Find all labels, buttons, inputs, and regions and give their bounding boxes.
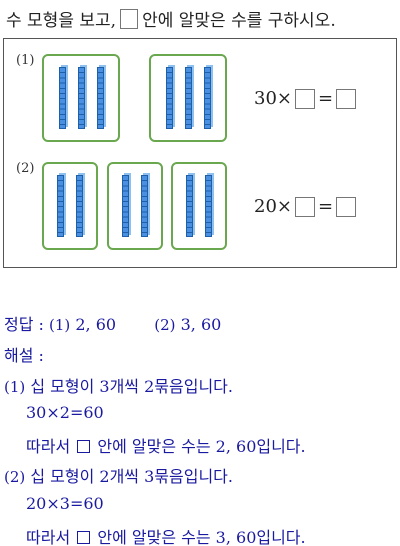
ten-rod-group — [42, 54, 120, 142]
blank-box-icon — [77, 440, 91, 453]
ten-rod — [141, 175, 148, 237]
answer-box — [295, 196, 315, 217]
ten-rod — [184, 67, 192, 129]
answer-1-value: 2, 60 — [75, 315, 117, 334]
conclusion-2-before: 따라서 — [26, 528, 71, 546]
conclusion-1-after: 안에 알맞은 수는 2, 60입니다. — [97, 437, 306, 456]
ten-rod-group — [171, 162, 227, 250]
ten-rod — [76, 175, 83, 237]
explanation-2-sentence: (2) 십 모형이 2개씩 3묶음입니다. — [4, 463, 233, 487]
question-prefix: 수 모형을 보고, — [6, 11, 117, 31]
explanation-1-text: 십 모형이 3개씩 2묶음입니다. — [30, 377, 233, 396]
ten-rod — [96, 67, 104, 129]
question-suffix: 안에 알맞은 수를 구하시오. — [142, 11, 336, 31]
explanation-1-marker: (1) — [4, 378, 26, 396]
ten-rod — [205, 175, 212, 237]
equals-sign: = — [318, 196, 334, 217]
times-sign: × — [276, 88, 292, 109]
conclusion-1-before: 따라서 — [26, 437, 71, 456]
explanation-2-conclusion: 따라서 안에 알맞은 수는 3, 60입니다. — [26, 524, 306, 546]
ten-rod — [57, 175, 64, 237]
ten-rod-group — [107, 162, 163, 250]
answer-2-value: 3, 60 — [180, 315, 222, 334]
problem-2-marker: (2) — [16, 161, 35, 176]
explanation-1-sentence: (1) 십 모형이 3개씩 2묶음입니다. — [4, 373, 233, 397]
question-text: 수 모형을 보고, 안에 알맞은 수를 구하시오. — [6, 6, 336, 31]
figure-box: (1) 30 × = (2) 20 × = — [3, 38, 397, 268]
ten-rod — [165, 67, 173, 129]
explanation-2-text: 십 모형이 2개씩 3묶음입니다. — [30, 467, 233, 486]
conclusion-2-after: 안에 알맞은 수는 3, 60입니다. — [97, 528, 306, 546]
equals-sign: = — [318, 88, 334, 109]
answer-box — [336, 88, 357, 109]
ten-rod — [186, 175, 193, 237]
answer-2-marker: (2) — [154, 316, 176, 334]
ten-rod-group — [149, 54, 227, 142]
blank-box-icon — [77, 531, 91, 544]
ten-rod-group — [42, 162, 98, 250]
answer-box — [295, 88, 315, 109]
explanation-1-equation: 30×2=60 — [26, 403, 104, 422]
ten-rod — [58, 67, 66, 129]
problem-1-marker: (1) — [16, 53, 35, 68]
ten-rod — [77, 67, 85, 129]
answer-1-marker: (1) — [49, 316, 71, 334]
explanation-2-equation: 20×3=60 — [26, 494, 104, 513]
answer-box — [336, 196, 357, 217]
ten-rod — [122, 175, 129, 237]
explanation-label: 해설 : — [4, 346, 44, 365]
equation-1-left: 30 — [254, 88, 277, 109]
times-sign: × — [276, 196, 292, 217]
ten-rod — [203, 67, 211, 129]
equation-2-left: 20 — [254, 196, 277, 217]
explanation-2-marker: (2) — [4, 468, 26, 486]
explanation-1-conclusion: 따라서 안에 알맞은 수는 2, 60입니다. — [26, 433, 306, 457]
blank-box-icon — [120, 8, 139, 29]
answer-line: 정답 : (1) 2, 60 (2) 3, 60 — [4, 311, 221, 335]
equation-2: 20 × = — [254, 196, 359, 217]
answer-label: 정답 : — [4, 315, 44, 334]
equation-1: 30 × = — [254, 88, 359, 109]
